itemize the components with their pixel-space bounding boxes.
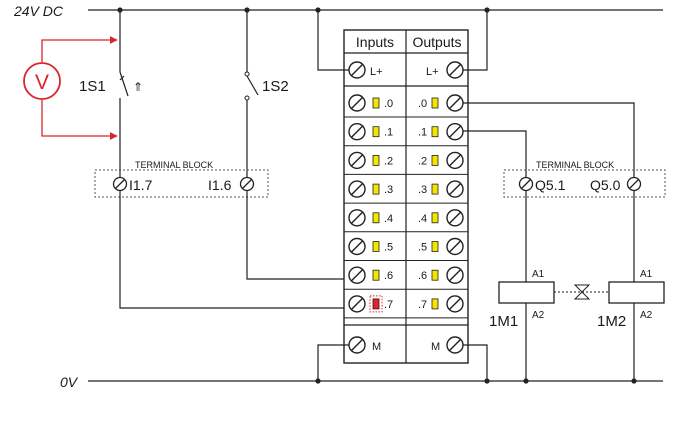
coil-1m2 — [608, 281, 665, 304]
output-channel-label: .0 — [418, 98, 427, 110]
terminal-i1-6-label: I1.6 — [208, 177, 232, 193]
terminal-screw-icon — [348, 237, 366, 256]
switch-1s1 — [119, 10, 129, 184]
output-channel-label: .5 — [418, 242, 427, 254]
terminal-screw-icon — [446, 94, 464, 112]
wire-q5-0 — [463, 102, 635, 177]
terminal-screw-icon — [348, 94, 366, 112]
coil-1m1-label: 1M1 — [489, 313, 518, 330]
coil-1m2-a1: A1 — [640, 269, 653, 280]
terminal-screw-icon — [348, 61, 366, 79]
input-led-2 — [372, 154, 380, 166]
input-led-6 — [372, 269, 380, 281]
output-channel-label: .4 — [418, 213, 427, 225]
coil-1m2-a2: A2 — [640, 310, 653, 321]
output-led-5 — [431, 241, 439, 252]
output-led-6 — [431, 269, 439, 281]
terminal-screw-icon — [348, 266, 366, 284]
coil-1m1-a1: A1 — [532, 269, 545, 280]
terminal-q5-0-label: Q5.0 — [590, 177, 621, 193]
left-terminal-block-title: TERMINAL BLOCK — [135, 160, 213, 170]
terminal-screw-icon — [348, 151, 366, 170]
terminal-screw-icon — [348, 295, 366, 313]
interlock-icon — [573, 284, 591, 300]
voltmeter — [23, 36, 118, 140]
terminal-screw-icon — [446, 180, 464, 198]
terminal-screw-icon — [446, 61, 464, 79]
output-led-4 — [431, 212, 439, 224]
terminal-screw-icon — [446, 266, 464, 284]
switch-1s1-label: 1S1 — [79, 78, 106, 95]
terminal-screw-icon — [239, 176, 255, 192]
wire-q5-1 — [463, 130, 527, 177]
input-channel-label: .0 — [384, 98, 393, 110]
terminal-q5-1-label: Q5.1 — [535, 177, 566, 193]
output-led-2 — [431, 154, 439, 166]
input-channel-label: .7 — [384, 299, 393, 311]
supply-out-label: L+ — [426, 66, 439, 78]
terminal-i1-7-label: I1.7 — [129, 177, 153, 193]
input-channel-label: .5 — [384, 242, 393, 254]
input-led-4 — [372, 212, 380, 224]
input-channel-label: .1 — [384, 127, 393, 139]
rail-24v-label: 24V DC — [13, 3, 64, 19]
input-led-0 — [372, 97, 380, 109]
right-terminal-block — [503, 169, 666, 198]
terminal-screw-icon — [446, 209, 464, 227]
terminal-screw-icon — [446, 122, 464, 141]
terminal-screw-icon — [446, 237, 464, 256]
coil-1m1 — [498, 281, 555, 304]
terminal-screw-icon — [446, 295, 464, 313]
output-channel-label: .2 — [418, 155, 427, 167]
output-channel-label: .6 — [418, 270, 427, 282]
switch-1s2 — [244, 10, 259, 184]
input-led-7 — [372, 298, 380, 310]
wire-i1-7 — [119, 191, 347, 309]
rail-0v-label: 0V — [60, 374, 79, 390]
input-channel-label: .2 — [384, 155, 393, 167]
ground-out-label: M — [431, 341, 440, 353]
supply-in-label: L+ — [370, 66, 383, 78]
output-led-0 — [431, 97, 439, 109]
output-channel-label: .3 — [418, 184, 427, 196]
ground-in-label: M — [372, 341, 381, 353]
terminal-screw-icon — [446, 336, 464, 354]
wire-m-in — [317, 344, 349, 381]
switch-1s1-arrow-icon: ⇑ — [133, 80, 143, 94]
terminal-screw-icon — [112, 176, 128, 192]
input-led-3 — [372, 183, 380, 195]
output-channel-label: .7 — [418, 299, 427, 311]
io-channels: .0 .0 .1 .1 .2 .2 .3 .3 .4 .4 .5 .5 .6 .6 .7 .7 — [344, 94, 468, 319]
terminal-screw-icon — [348, 180, 366, 198]
input-channel-label: .6 — [384, 270, 393, 282]
terminal-screw-icon — [348, 122, 366, 141]
terminal-screw-icon — [348, 209, 366, 227]
coil-1m2-label: 1M2 — [597, 313, 626, 330]
output-channel-label: .1 — [418, 127, 427, 139]
terminal-screw-icon — [348, 336, 366, 354]
inputs-header: Inputs — [356, 34, 394, 50]
input-led-active-glow — [369, 295, 383, 313]
input-led-5 — [372, 241, 380, 252]
right-terminal-block-title: TERMINAL BLOCK — [536, 160, 614, 170]
switch-1s2-label: 1S2 — [262, 78, 289, 95]
terminal-screw-icon — [446, 151, 464, 170]
input-channel-label: .3 — [384, 184, 393, 196]
terminal-screw-icon — [626, 176, 642, 192]
wire-lplus-out — [463, 10, 488, 71]
input-led-1 — [372, 126, 380, 138]
voltmeter-symbol: V — [35, 71, 49, 94]
output-led-7 — [431, 298, 439, 310]
terminal-screw-icon — [518, 176, 534, 192]
input-channel-label: .4 — [384, 213, 393, 225]
coil-1m1-a2: A2 — [532, 310, 545, 321]
wire-lplus-in — [317, 10, 349, 71]
wire-m-out — [463, 344, 488, 381]
wire-i1-6 — [246, 191, 347, 280]
outputs-header: Outputs — [412, 34, 461, 50]
output-led-1 — [431, 126, 439, 138]
output-led-3 — [431, 183, 439, 195]
